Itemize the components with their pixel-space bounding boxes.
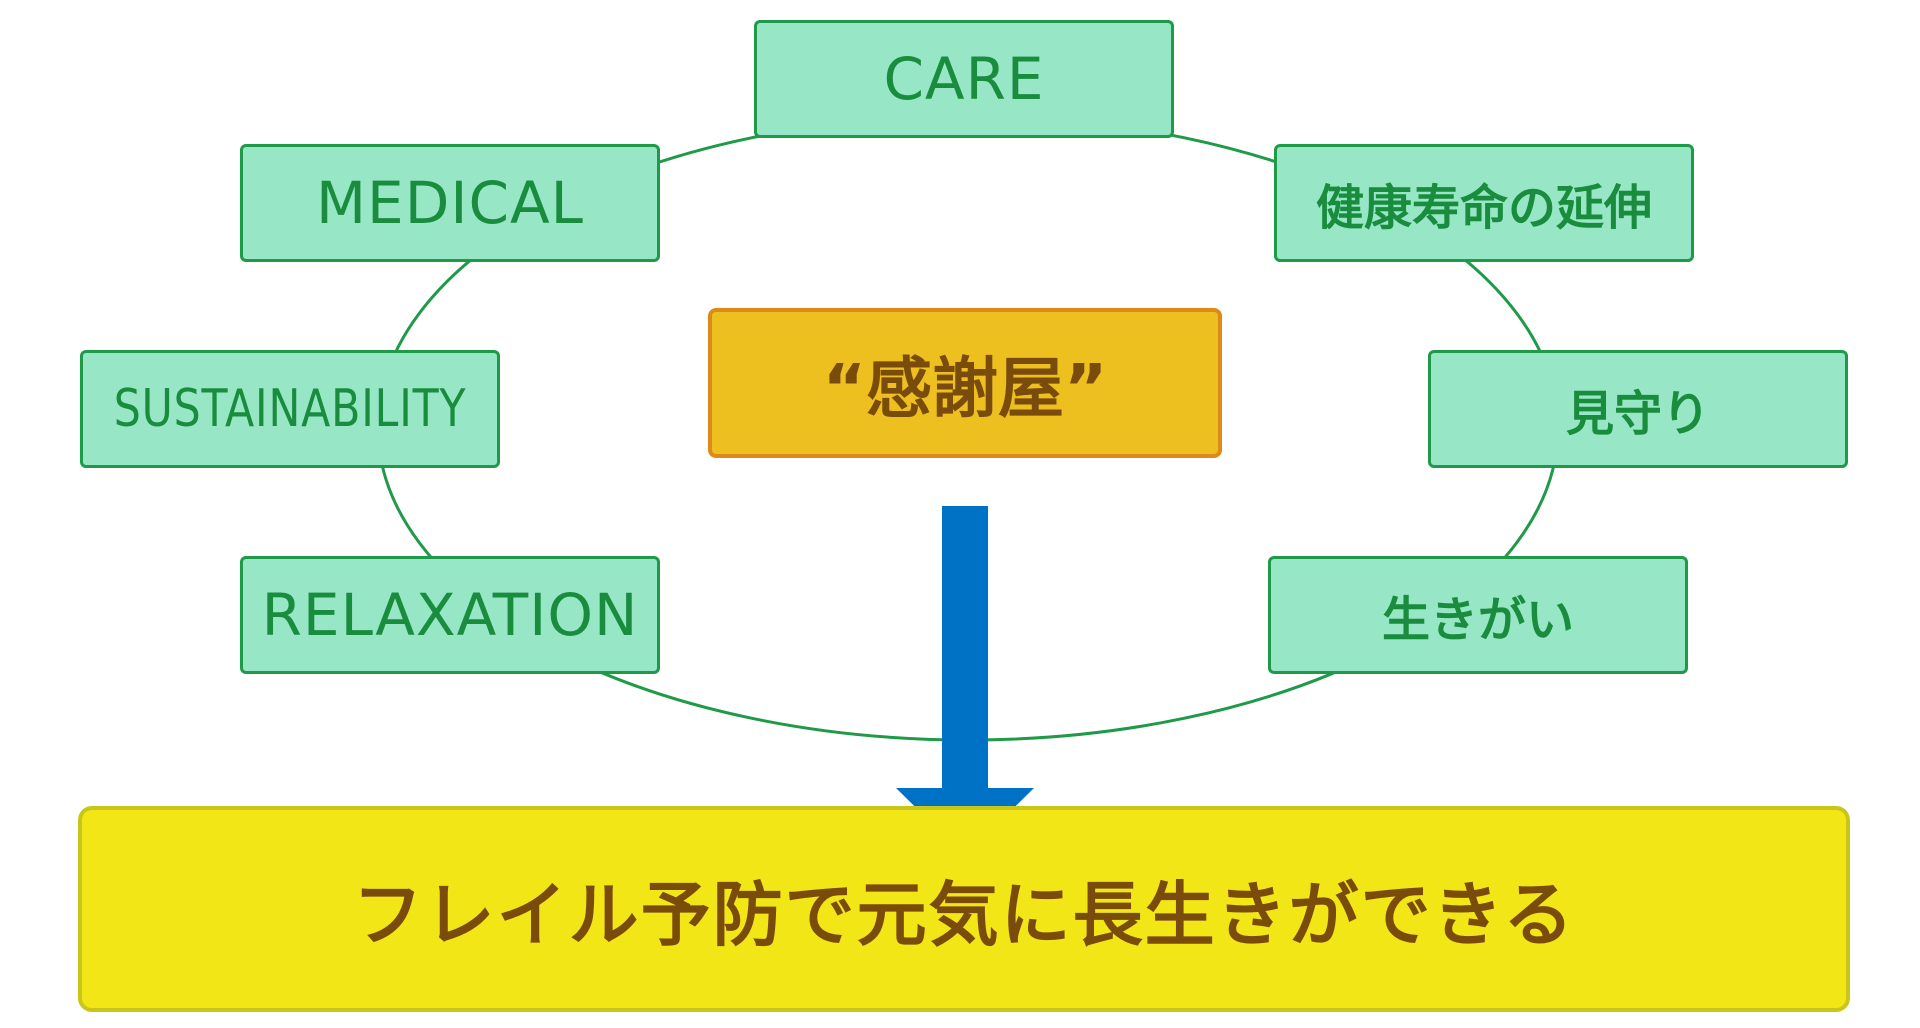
node-healthy-life: 健康寿命の延伸 <box>1274 144 1694 262</box>
node-sustainability-label: SUSTAINABILITY <box>113 379 467 439</box>
center-node-label: “感謝屋” <box>822 350 1108 427</box>
result-banner: フレイル予防で元気に長生きができる <box>78 806 1850 1012</box>
node-care: CARE <box>754 20 1174 138</box>
node-monitoring: 見守り <box>1428 350 1848 468</box>
node-medical-label: MEDICAL <box>316 169 584 237</box>
node-purpose-label: 生きがい <box>1381 592 1574 648</box>
node-medical: MEDICAL <box>240 144 660 262</box>
node-relaxation-label: RELAXATION <box>261 581 639 649</box>
node-care-label: CARE <box>883 45 1045 113</box>
node-purpose: 生きがい <box>1268 556 1688 674</box>
node-monitoring-label: 見守り <box>1565 386 1710 442</box>
node-relaxation: RELAXATION <box>240 556 660 674</box>
center-node: “感謝屋” <box>708 308 1222 458</box>
node-sustainability: SUSTAINABILITY <box>80 350 500 468</box>
result-banner-label: フレイル予防で元気に長生きができる <box>352 873 1576 956</box>
node-healthy-life-label: 健康寿命の延伸 <box>1315 180 1652 236</box>
down-arrow-shaft <box>942 506 988 790</box>
